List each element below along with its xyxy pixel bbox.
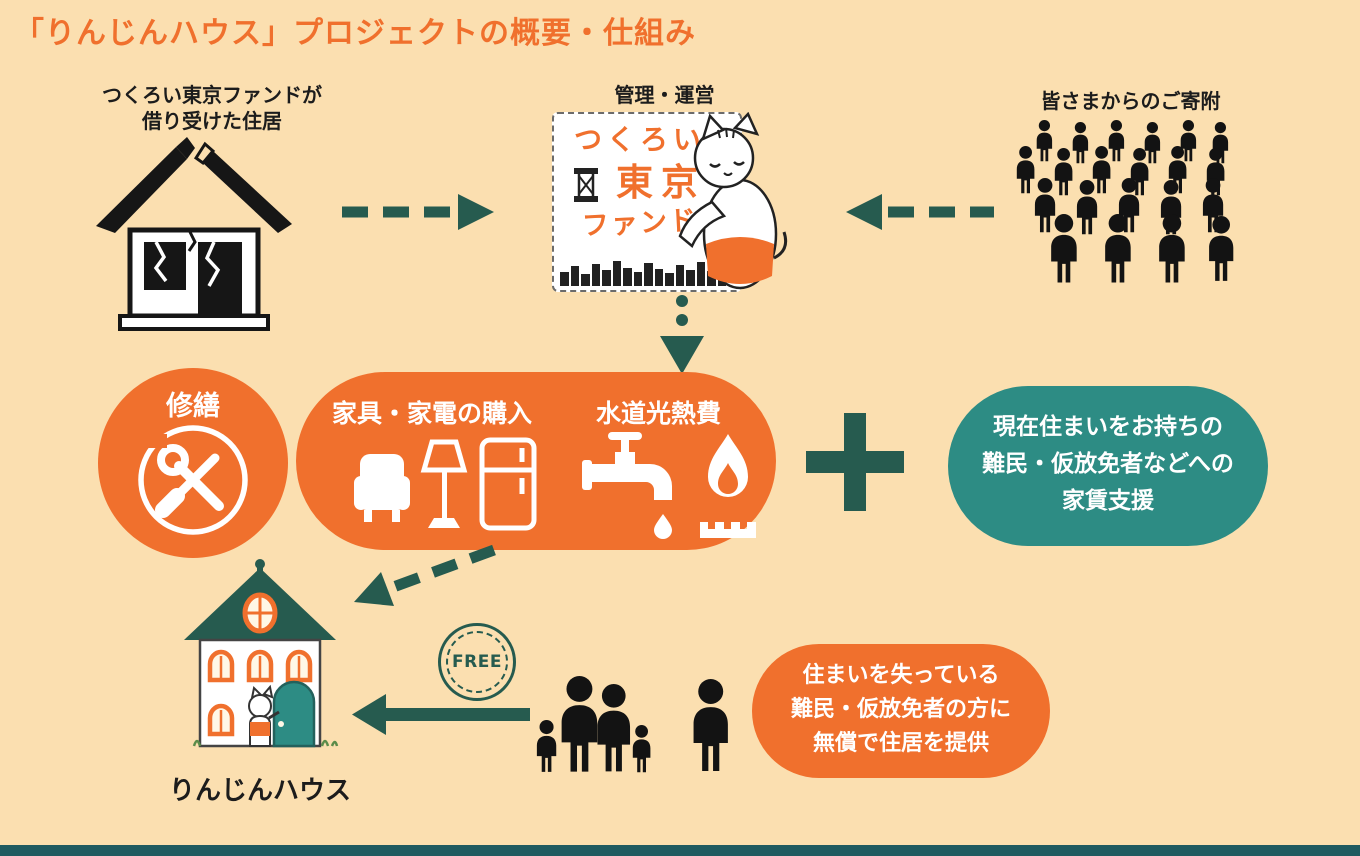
donation-label-text: 皆さまからのご寄附 bbox=[1040, 89, 1221, 113]
rented-house-label-line2: 借り受けた住居 bbox=[142, 109, 282, 134]
donor-crowd-icon bbox=[1016, 120, 1234, 283]
sofa-icon bbox=[354, 454, 410, 522]
house-cat-icon bbox=[248, 684, 280, 747]
rent-support-line2: 難民・仮放免者などへの bbox=[982, 451, 1234, 477]
free-housing-line3: 無償で住居を提供 bbox=[812, 731, 989, 756]
arrow-donors-to-fund-icon bbox=[846, 194, 994, 230]
rent-support-box: 現在住まいをお持ちの 難民・仮放免者などへの 家賃支援 bbox=[948, 386, 1268, 546]
family-silhouettes-icon bbox=[536, 676, 728, 773]
rented-house-label: つくろい東京ファンドが 借り受けた住居 bbox=[62, 82, 362, 135]
repair-tools-icon bbox=[138, 425, 248, 535]
fund-cat-mascot-icon bbox=[678, 112, 788, 290]
free-badge: FREE bbox=[438, 623, 516, 701]
arrow-fund-to-expenses-icon bbox=[660, 295, 704, 374]
management-label: 管理・運営 bbox=[572, 82, 757, 108]
free-badge-inner-ring: FREE bbox=[446, 631, 508, 693]
arrow-expenses-to-house-icon bbox=[354, 544, 496, 606]
broken-house-icon bbox=[96, 137, 292, 331]
management-label-text: 管理・運営 bbox=[614, 83, 715, 107]
fridge-icon bbox=[479, 437, 537, 531]
repair-label: 修繕 bbox=[166, 391, 220, 422]
rent-support-line1: 現在住まいをお持ちの bbox=[993, 414, 1223, 440]
utilities-icons bbox=[582, 432, 756, 539]
thread-spool-icon bbox=[574, 168, 598, 202]
free-housing-line1: 住まいを失っている bbox=[802, 663, 1000, 688]
donation-label: 皆さまからのご寄附 bbox=[1008, 88, 1253, 114]
rinjin-house-label: りんじんハウス bbox=[140, 774, 380, 808]
rinjin-house-label-text: りんじんハウス bbox=[168, 776, 351, 806]
plus-icon bbox=[806, 413, 904, 511]
furniture-icons bbox=[354, 437, 537, 531]
utilities-label: 水道光熱費 bbox=[595, 399, 721, 428]
furniture-label: 家具・家電の購入 bbox=[331, 399, 532, 428]
city-skyline-icon bbox=[560, 261, 736, 286]
free-badge-label: FREE bbox=[452, 652, 502, 672]
arrow-house-to-fund-icon bbox=[342, 194, 494, 230]
footer-strip bbox=[0, 845, 1360, 856]
fund-logo-line1: つくろい bbox=[573, 123, 706, 156]
expenses-box: 家具・家電の購入 水道光熱費 bbox=[296, 372, 776, 550]
page-title: 「りんじんハウス」プロジェクトの概要・仕組み bbox=[14, 16, 696, 51]
free-housing-line2: 難民・仮放免者の方に bbox=[790, 697, 1011, 722]
rented-house-label-line1: つくろい東京ファンドが bbox=[102, 83, 322, 107]
free-housing-box: 住まいを失っている 難民・仮放免者の方に 無償で住居を提供 bbox=[752, 644, 1050, 778]
rent-support-line3: 家賃支援 bbox=[1062, 488, 1154, 514]
rinjin-house-icon bbox=[184, 559, 339, 748]
arrow-family-to-house-icon bbox=[352, 694, 530, 735]
repair-circle: 修繕 bbox=[98, 368, 288, 558]
lamp-icon bbox=[420, 439, 468, 528]
faucet-icon bbox=[582, 432, 672, 539]
flame-icon bbox=[700, 434, 756, 538]
fund-logo-line2: 東京 bbox=[616, 161, 706, 204]
